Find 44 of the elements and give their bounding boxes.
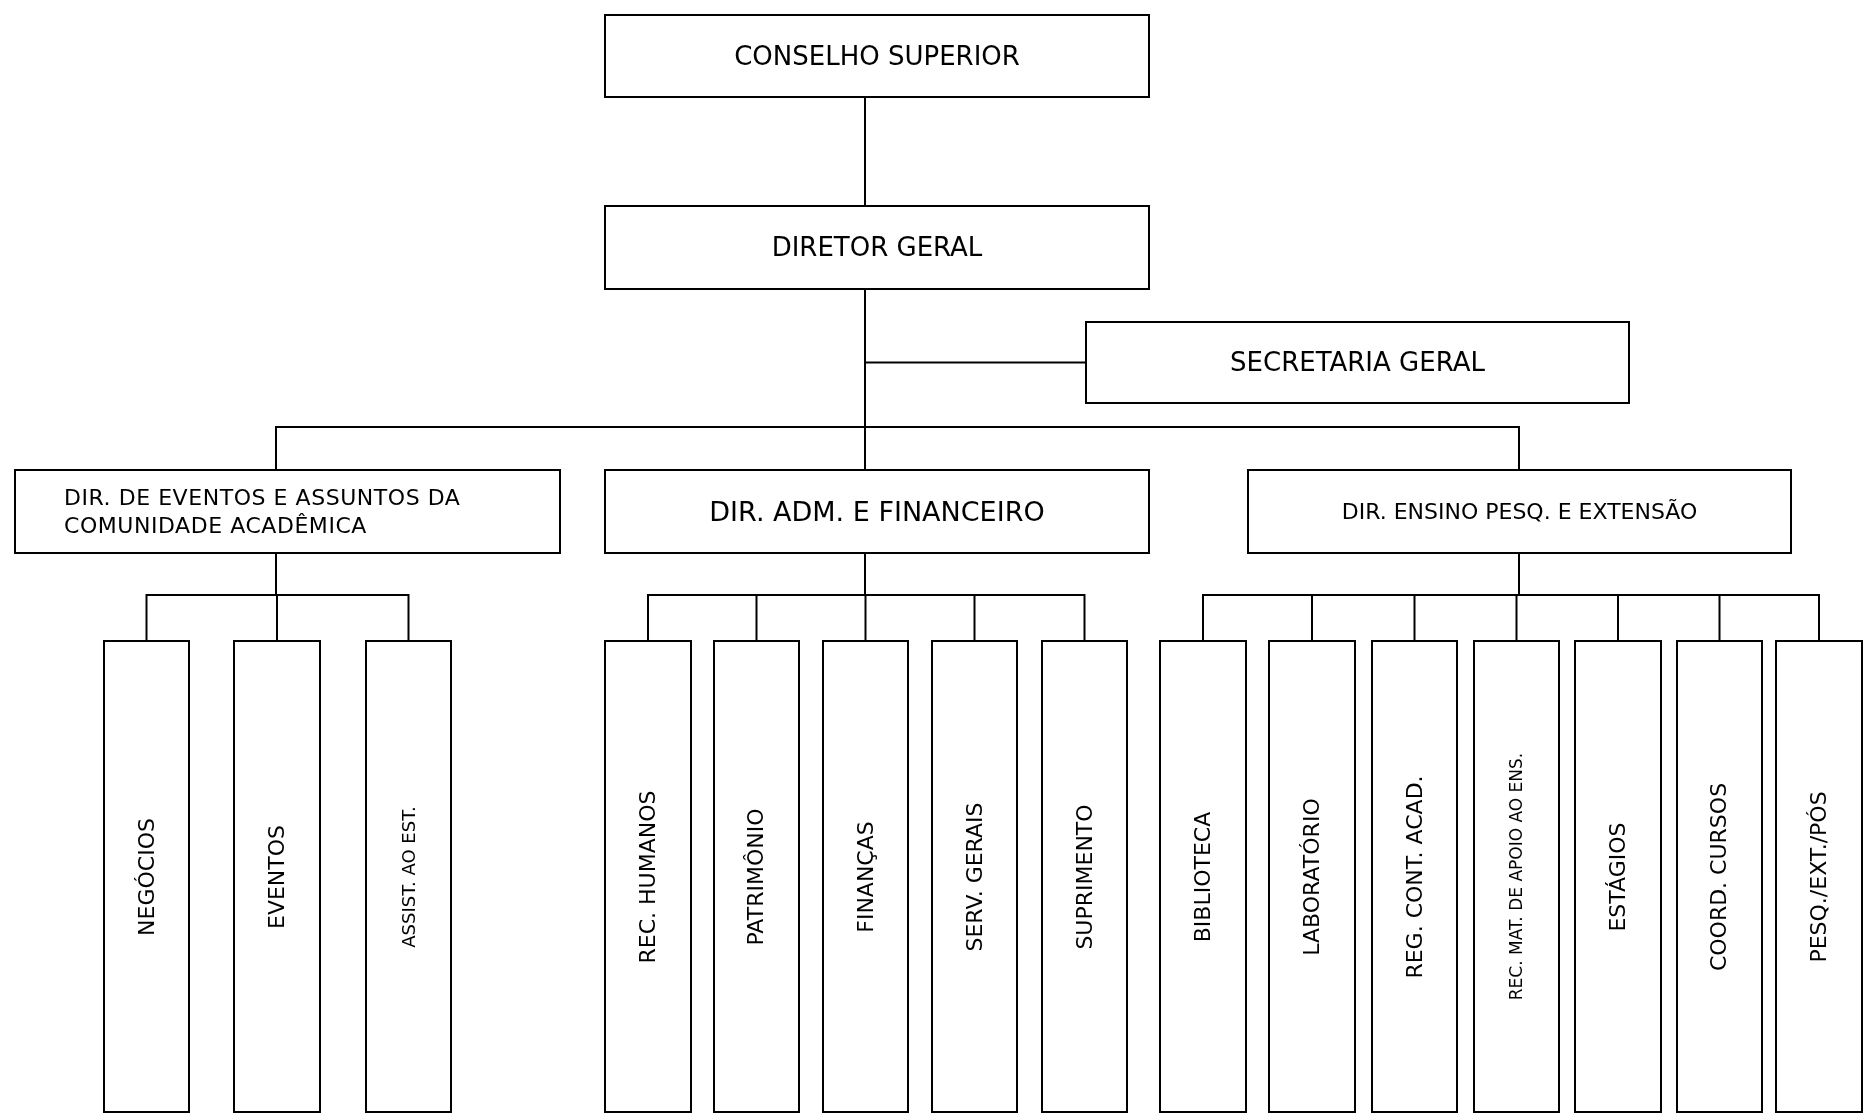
connector-line (864, 553, 1086, 641)
org-box (1268, 640, 1356, 1113)
unit-label: COORD. CURSOS (1708, 782, 1731, 971)
org-box (604, 205, 1150, 290)
org-box (604, 469, 1150, 554)
org-box (1247, 469, 1792, 554)
org-box (822, 640, 909, 1113)
unit-label: FINANÇAS (854, 820, 877, 933)
org-box (604, 640, 692, 1113)
unit-label: SUPRIMENTO (1073, 803, 1096, 950)
org-box (1041, 640, 1128, 1113)
unit-label: DIR. DE EVENTOS E ASSUNTOS DA COMUNIDADE ACADÊMICA (63, 484, 462, 539)
org-box (1085, 321, 1630, 404)
org-box (1371, 640, 1458, 1113)
org-box (1676, 640, 1763, 1113)
org-box (713, 640, 800, 1113)
unit-label: DIR. ENSINO PESQ. E EXTENSÃO (1340, 497, 1699, 526)
unit-label: PESQ./EXT./PÓS (1808, 790, 1830, 963)
connector-line (864, 97, 866, 206)
org-box (604, 14, 1150, 98)
unit-label: CONSELHO SUPERIOR (733, 39, 1021, 73)
org-box (1159, 640, 1247, 1113)
org-box (233, 640, 321, 1113)
unit-label: PATRIMÔNIO (745, 808, 768, 945)
org-box (1574, 640, 1662, 1113)
unit-label: SECRETARIA GERAL (1229, 346, 1486, 379)
unit-label: SERV. GERAIS (963, 802, 986, 951)
unit-label: LABORATÓRIO (1301, 797, 1323, 956)
org-box (365, 640, 452, 1113)
unit-label: BIBLIOTECA (1192, 811, 1214, 942)
org-box (1473, 640, 1560, 1113)
unit-label: REC. MAT. DE APOIO AO ENS. (1508, 752, 1525, 1001)
unit-label: EVENTOS (266, 824, 288, 929)
unit-label: DIRETOR GERAL (770, 231, 984, 264)
unit-label: ESTÁGIOS (1607, 821, 1629, 932)
unit-label: DIR. ADM. E FINANCEIRO (708, 494, 1046, 529)
unit-label: REG. CONT. ACAD. (1403, 774, 1426, 979)
org-box (931, 640, 1018, 1113)
org-box (103, 640, 190, 1113)
unit-label: REC. HUMANOS (637, 790, 659, 963)
org-box (1775, 640, 1863, 1113)
org-box (14, 469, 561, 554)
unit-label: ASSIST. AO EST. (399, 805, 418, 948)
unit-label: NEGÓCIOS (135, 817, 158, 936)
